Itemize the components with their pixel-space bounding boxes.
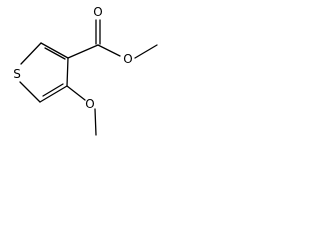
bond-c4-methoxy-oxygen: [66, 85, 86, 101]
molecule-structure: S O O O: [13, 5, 158, 136]
bond-carbonyl-ester-oxygen: [97, 44, 121, 57]
bond-c2-c3: [40, 42, 69, 59]
sulfur-atom-label: S: [13, 67, 21, 81]
bond-c5-s1: [19, 81, 41, 103]
bond-c2-c3-inner: [44, 47, 66, 60]
bond-methoxy-oxygen-methyl: [94, 108, 97, 136]
bond-c4-c5: [39, 85, 68, 103]
bond-c3-c4: [66, 57, 69, 87]
carbonyl-oxygen-label: O: [93, 5, 102, 19]
ester-oxygen-label: O: [123, 52, 132, 66]
bond-s1-c2: [20, 42, 42, 65]
methoxy-oxygen-label: O: [85, 97, 94, 111]
bond-c4-c5-inner: [42, 83, 64, 97]
thiophene-ring: [19, 42, 69, 103]
methoxy-group: [66, 85, 97, 136]
methyl-ester-group: [67, 19, 158, 59]
bond-c3-carbonyl: [67, 44, 99, 59]
bond-ester-oxygen-methyl: [134, 44, 158, 59]
